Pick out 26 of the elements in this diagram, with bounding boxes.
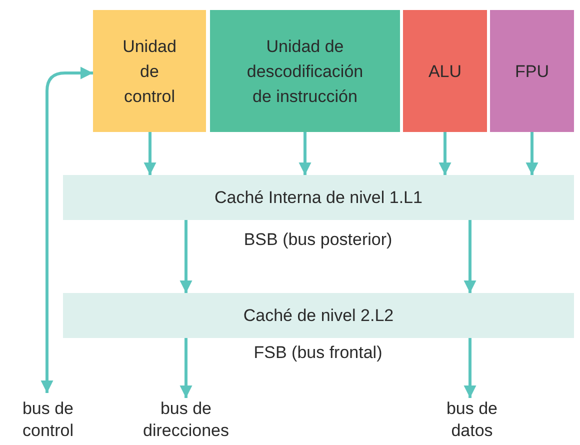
unit-box — [210, 10, 400, 132]
unit-box — [93, 10, 206, 132]
node-text: Unidad de descodificación de instrucción — [246, 36, 364, 108]
arrow — [464, 338, 476, 398]
arrow — [464, 220, 476, 293]
node-text: ALU — [428, 60, 462, 82]
node-text: Unidad de control — [122, 36, 178, 108]
bus-label: bus de control — [8, 398, 88, 442]
bus-name-label: BSB (bus posterior) — [242, 229, 394, 251]
arrow — [298, 132, 312, 175]
bus-label: bus de datos — [436, 398, 508, 442]
arrow — [526, 132, 538, 175]
bus-name-label: FSB (bus frontal) — [252, 342, 384, 364]
unit-box — [490, 10, 574, 132]
cache-band — [63, 175, 574, 220]
arrow — [180, 220, 192, 293]
cache-band — [63, 293, 574, 338]
node-text: Caché de nivel 2.L2 — [243, 305, 394, 327]
arrow — [144, 132, 156, 175]
node-text: FPU — [515, 60, 549, 82]
bus-label: bus de direcciones — [120, 398, 252, 442]
arrow — [40, 66, 93, 393]
unit-box — [403, 10, 487, 132]
arrow — [438, 132, 452, 175]
arrow — [180, 338, 192, 398]
node-text: Caché Interna de nivel 1.L1 — [214, 187, 422, 209]
